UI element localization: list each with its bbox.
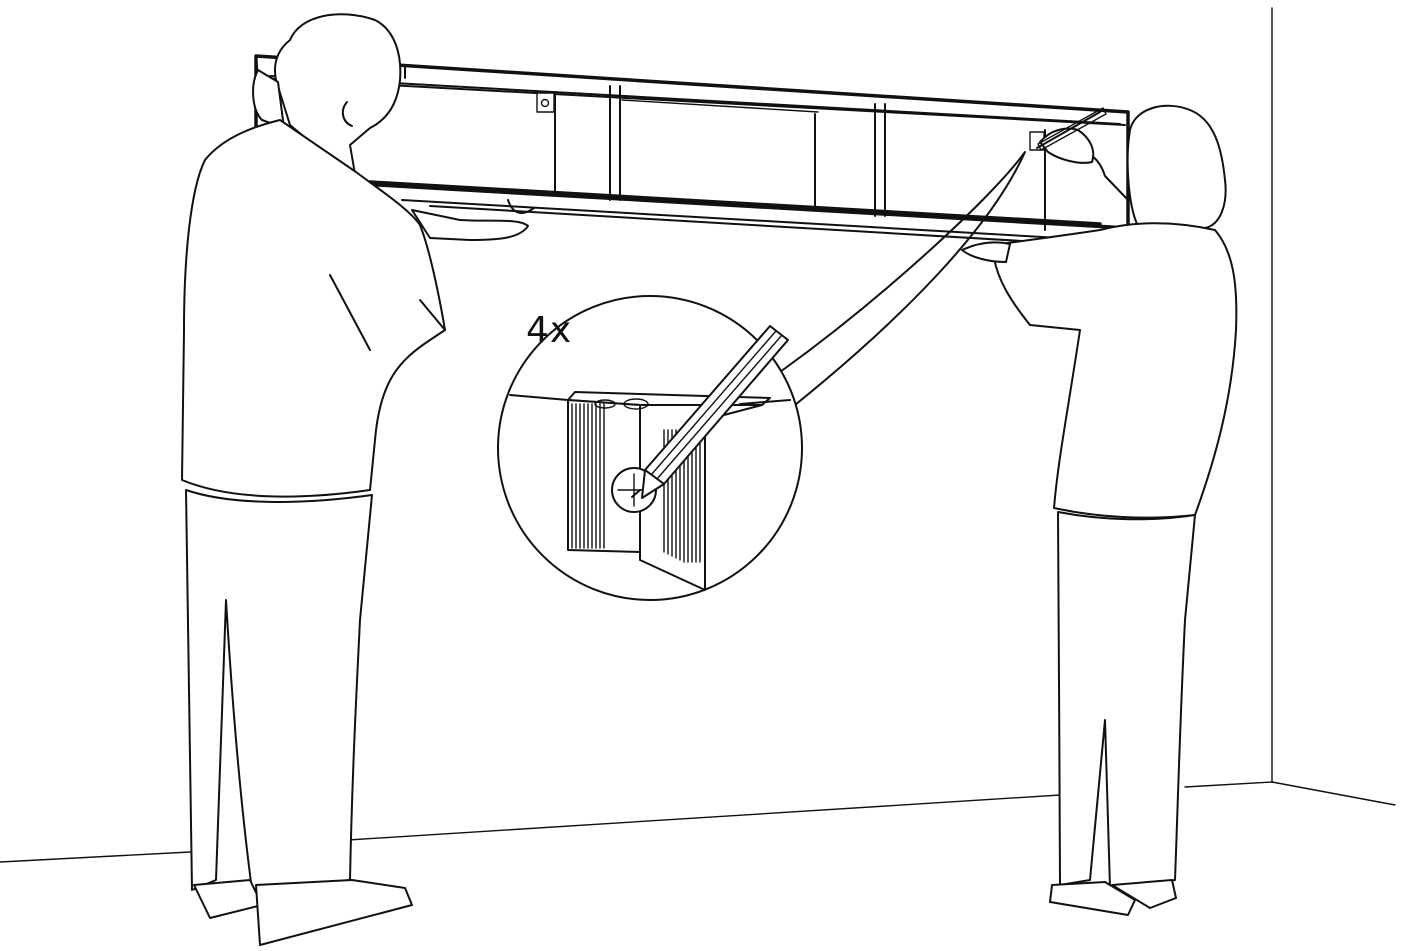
man-figure <box>181 13 535 946</box>
wall-cabinet <box>254 54 1130 246</box>
woman-figure <box>961 104 1238 916</box>
quantity-label: 4x <box>526 310 573 351</box>
room-lines <box>0 7 1396 863</box>
detail-leader-line <box>779 151 1026 406</box>
pencil-icon <box>631 325 789 499</box>
bracket-hatching <box>571 403 701 563</box>
detail-callout <box>497 295 803 601</box>
